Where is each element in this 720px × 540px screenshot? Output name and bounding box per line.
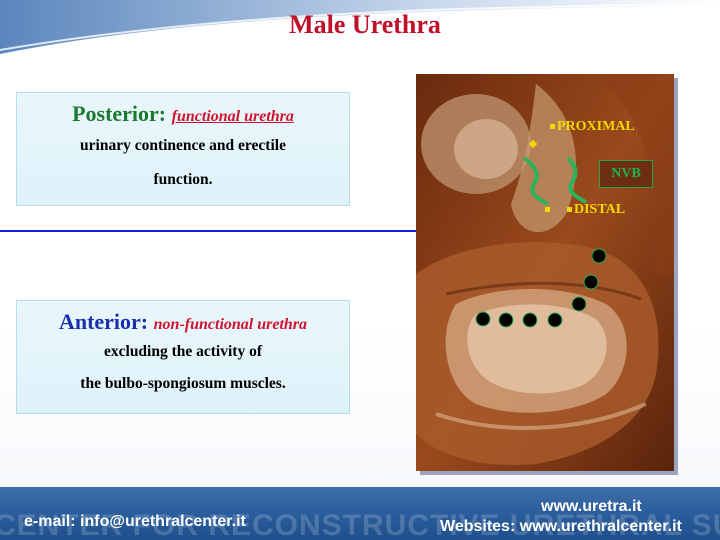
anatomy-illustration	[416, 74, 674, 471]
anterior-subtitle: non-functional urethra	[153, 316, 308, 333]
posterior-textbox: Posterior: functional urethra urinary co…	[16, 92, 350, 206]
distal-marker	[567, 207, 572, 213]
proximal-label: PROXIMAL	[550, 119, 635, 135]
divider-line	[0, 230, 628, 232]
anterior-label: Anterior:	[58, 309, 149, 334]
posterior-subtitle: functional urethra	[171, 108, 294, 125]
posterior-heading: Posterior: functional urethra	[17, 101, 349, 127]
footer-email[interactable]: e-mail: info@urethralcenter.it	[24, 513, 246, 530]
distal-text: DISTAL	[574, 202, 626, 217]
anatomical-photo	[416, 74, 674, 471]
slide-title: Male Urethra	[289, 10, 441, 39]
header-band: Male Urethra	[0, 0, 720, 54]
posterior-desc-line-2: function.	[153, 171, 213, 188]
footer-website-1[interactable]: www.uretra.it	[541, 498, 642, 515]
posterior-desc-line-1: urinary continence and erectile	[80, 137, 286, 154]
posterior-label: Posterior:	[72, 101, 167, 126]
anterior-desc-line-1: excluding the activity of	[104, 343, 262, 360]
proximal-text: PROXIMAL	[557, 119, 635, 134]
anterior-desc-line-2: the bulbo-spongiosum muscles.	[80, 375, 286, 392]
header-wave-decoration	[0, 0, 720, 54]
anterior-heading: Anterior: non-functional urethra	[17, 309, 349, 335]
footer-website-2[interactable]: Websites: www.urethralcenter.it	[440, 518, 682, 535]
nvb-label: NVB	[599, 160, 653, 188]
anterior-textbox: Anterior: non-functional urethra excludi…	[16, 300, 350, 414]
footer-band: CENTER FOR RECONSTRUCTIVE URETHRAL SURGE…	[0, 487, 720, 540]
footer-watermark: CENTER FOR RECONSTRUCTIVE URETHRAL SURGE…	[0, 509, 720, 540]
proximal-marker	[550, 124, 555, 130]
distal-label: DISTAL	[567, 202, 625, 218]
